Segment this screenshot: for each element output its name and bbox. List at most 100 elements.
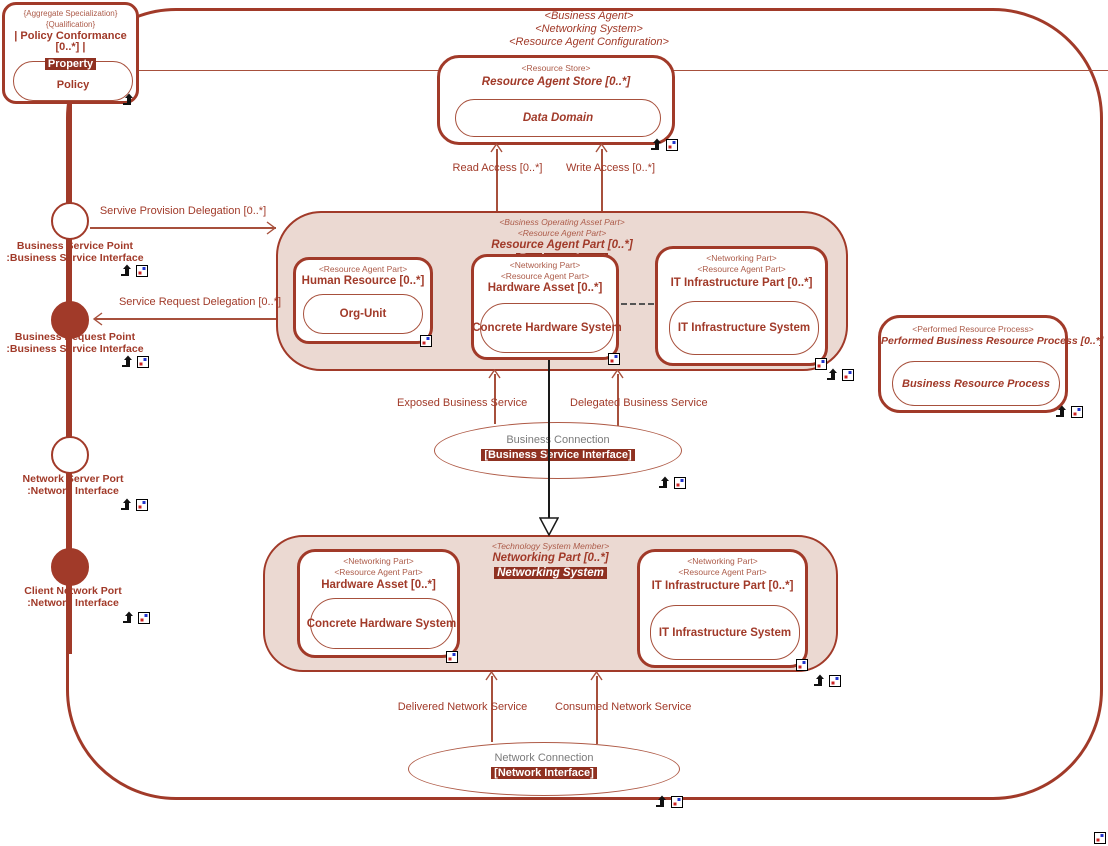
navigate-up-icon[interactable] [826, 368, 839, 381]
hardware-asset-stereotype: <Networking Part> [343, 556, 414, 566]
policy-conformance-node[interactable]: {Aggregate Specialization} {Qualificatio… [2, 2, 139, 104]
network-server-port[interactable] [51, 436, 89, 474]
human-resource-node[interactable]: <Resource Agent Part> Human Resource [0.… [293, 257, 433, 344]
diagram-icon[interactable] [420, 335, 432, 347]
port-name: Business Service Point [16, 240, 134, 252]
business-connection-icons[interactable] [658, 476, 686, 489]
navigate-up-icon[interactable] [120, 498, 133, 511]
it-infrastructure-stereotype: <Resource Agent Part> [678, 567, 767, 577]
it-infrastructure-icons[interactable] [815, 358, 827, 370]
network-connection-ellipse[interactable]: Network Connection [Network Interface] [408, 742, 680, 796]
policy-annotation: {Aggregate Specialization} [23, 9, 118, 18]
hardware-asset-lower-icons[interactable] [446, 651, 458, 663]
delegated-service-label[interactable]: Delegated Business Service [570, 397, 708, 409]
networking-group-icons[interactable] [813, 674, 841, 687]
business-request-point-icons[interactable] [121, 355, 149, 368]
write-access-label[interactable]: Write Access [0..*] [565, 162, 656, 174]
diagram-icon[interactable] [446, 651, 458, 663]
service-provision-arrowhead [266, 221, 277, 235]
consumed-service-line[interactable] [596, 676, 598, 744]
delivered-service-arrowhead [485, 671, 498, 681]
diagram-icon[interactable] [829, 675, 841, 687]
delivered-service-label[interactable]: Delivered Network Service [397, 701, 528, 713]
org-unit-pill[interactable]: Org-Unit [303, 294, 423, 334]
diagram-icon[interactable] [671, 796, 683, 808]
diagram-icon[interactable] [136, 265, 148, 277]
diagram-icon[interactable] [666, 139, 678, 151]
navigate-up-icon[interactable] [658, 476, 671, 489]
navigate-up-icon[interactable] [120, 264, 133, 277]
networking-system-highlight-wrap: Networking System [265, 565, 836, 580]
performed-process-title: Performed Business Resource Process [0..… [881, 335, 1104, 347]
service-provision-label[interactable]: Servive Provision Delegation [0..*] [99, 205, 267, 217]
business-resource-process-label: Business Resource Process [902, 377, 1050, 390]
hardware-asset-node[interactable]: <Networking Part> <Resource Agent Part> … [471, 254, 622, 360]
business-agent-group-icons[interactable] [826, 368, 854, 381]
it-infrastructure-system-pill[interactable]: IT Infrastructure System [669, 301, 819, 355]
port-name: Client Network Port [24, 585, 122, 597]
performed-process-node[interactable]: <Performed Resource Process> Performed B… [878, 315, 1104, 413]
business-service-point-port[interactable] [51, 202, 89, 240]
generalization-line[interactable] [548, 360, 550, 518]
service-request-label[interactable]: Service Request Delegation [0..*] [118, 296, 282, 308]
resource-agent-store-node[interactable]: <Resource Store> Resource Agent Store [0… [437, 55, 675, 145]
it-infrastructure-node-lower[interactable]: <Networking Part> <Resource Agent Part> … [637, 549, 808, 668]
page-corner-icon[interactable] [1094, 832, 1106, 844]
business-request-point-port[interactable] [51, 301, 89, 339]
navigate-up-icon[interactable] [813, 674, 826, 687]
it-infrastructure-system-pill-lower[interactable]: IT Infrastructure System [650, 605, 800, 660]
policy-inner-label: Policy [56, 79, 90, 91]
configuration-stereotype: <Networking System> [535, 23, 643, 35]
dashed-connector[interactable] [621, 303, 654, 305]
client-network-port-icons[interactable] [122, 611, 150, 624]
navigate-up-icon[interactable] [122, 611, 135, 624]
consumed-service-label[interactable]: Consumed Network Service [555, 701, 692, 713]
performed-process-icons[interactable] [1055, 405, 1083, 418]
exposed-service-label[interactable]: Exposed Business Service [397, 397, 528, 409]
concrete-hardware-label: Concrete Hardware System [306, 617, 457, 630]
write-access-arrowhead [595, 143, 608, 153]
navigate-up-icon[interactable] [655, 795, 668, 808]
exposed-service-line[interactable] [494, 374, 496, 424]
client-network-port[interactable] [51, 548, 89, 586]
business-resource-process-pill[interactable]: Business Resource Process [892, 361, 1060, 406]
diagram-icon[interactable] [815, 358, 827, 370]
concrete-hardware-pill-lower[interactable]: Concrete Hardware System [307, 598, 456, 649]
navigate-up-icon[interactable] [122, 93, 135, 106]
navigate-up-icon[interactable] [1055, 405, 1068, 418]
data-domain-pill[interactable]: Data Domain [455, 99, 661, 137]
diagram-icon[interactable] [1094, 832, 1106, 844]
diagram-icon[interactable] [137, 356, 149, 368]
hardware-asset-icons[interactable] [608, 353, 620, 365]
it-infrastructure-node[interactable]: <Networking Part> <Resource Agent Part> … [655, 246, 828, 366]
read-access-line[interactable] [496, 149, 498, 211]
network-connection-icons[interactable] [655, 795, 683, 808]
business-connection-ellipse[interactable]: Business Connection [Business Service In… [434, 422, 682, 479]
delegated-service-line[interactable] [617, 374, 619, 428]
write-access-line[interactable] [601, 149, 603, 211]
network-server-port-icons[interactable] [120, 498, 148, 511]
human-resource-icons[interactable] [420, 335, 432, 347]
navigate-up-icon[interactable] [650, 138, 663, 151]
it-infrastructure-lower-icons[interactable] [796, 659, 808, 671]
diagram-icon[interactable] [842, 369, 854, 381]
business-connection-highlight-wrap: [Business Service Interface] [435, 447, 681, 462]
diagram-icon[interactable] [608, 353, 620, 365]
read-access-label[interactable]: Read Access [0..*] [452, 162, 543, 174]
service-provision-line[interactable] [90, 227, 276, 229]
service-request-line[interactable] [95, 318, 276, 320]
navigate-up-icon[interactable] [121, 355, 134, 368]
concrete-hardware-pill[interactable]: Concrete Hardware System [472, 303, 622, 353]
policy-annotation: {Qualification} [45, 20, 96, 29]
diagram-icon[interactable] [674, 477, 686, 489]
hardware-asset-stereotype: <Resource Agent Part> [334, 567, 423, 577]
delivered-service-line[interactable] [491, 676, 493, 742]
diagram-icon[interactable] [1071, 406, 1083, 418]
store-icons[interactable] [650, 138, 678, 151]
hardware-asset-node-lower[interactable]: <Networking Part> <Resource Agent Part> … [297, 549, 460, 658]
diagram-icon[interactable] [138, 612, 150, 624]
diagram-icon[interactable] [136, 499, 148, 511]
business-service-point-icons[interactable] [120, 264, 148, 277]
policy-icons[interactable] [122, 93, 135, 106]
diagram-icon[interactable] [796, 659, 808, 671]
